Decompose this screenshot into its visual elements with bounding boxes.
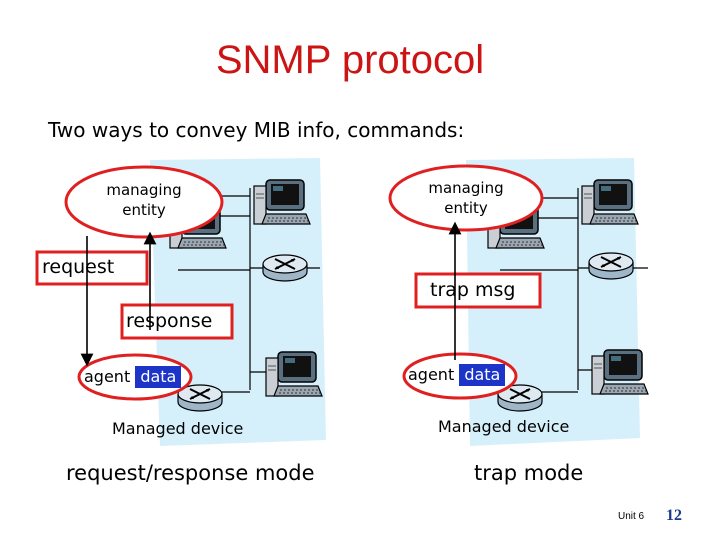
managing-entity-line2: entity: [122, 201, 166, 219]
request-box: [35, 250, 149, 286]
managing-entity-line2: entity: [444, 199, 488, 217]
computer-icon: [265, 351, 323, 397]
computer-icon: [253, 179, 311, 225]
trap-mode-caption: trap mode: [474, 461, 584, 485]
managed-device-label: Managed device: [438, 417, 570, 436]
managing-entity-line1: managing: [428, 179, 504, 197]
managing-entity-label: managing entity: [94, 180, 194, 220]
agent-label: agent data: [408, 364, 506, 386]
trap-msg-box: [414, 272, 542, 309]
agent-label: agent data: [84, 366, 182, 388]
trap-msg-label: trap msg: [430, 279, 516, 301]
agent-text: agent: [84, 367, 131, 386]
data-chip: data: [135, 366, 182, 388]
managing-entity-line1: managing: [106, 181, 182, 199]
response-label: response: [126, 310, 213, 332]
left-panel: [35, 158, 326, 446]
request-label: request: [42, 256, 115, 278]
router-icon: [588, 252, 634, 280]
router-icon: [262, 254, 308, 282]
page-number: 12: [666, 507, 682, 524]
managing-entity-label: managing entity: [416, 178, 516, 218]
data-chip: data: [459, 364, 506, 386]
page-title: SNMP protocol: [215, 38, 485, 82]
response-box: [120, 303, 234, 340]
managed-device-label: Managed device: [112, 419, 244, 438]
agent-text: agent: [408, 365, 455, 384]
computer-icon: [581, 179, 639, 225]
managing-entity-ellipse: [388, 164, 544, 232]
request-response-mode-caption: request/response mode: [66, 461, 315, 485]
computer-icon: [591, 349, 649, 395]
page-subtitle: Two ways to convey MIB info, commands:: [48, 118, 465, 142]
footer-unit: Unit 6: [618, 511, 645, 522]
